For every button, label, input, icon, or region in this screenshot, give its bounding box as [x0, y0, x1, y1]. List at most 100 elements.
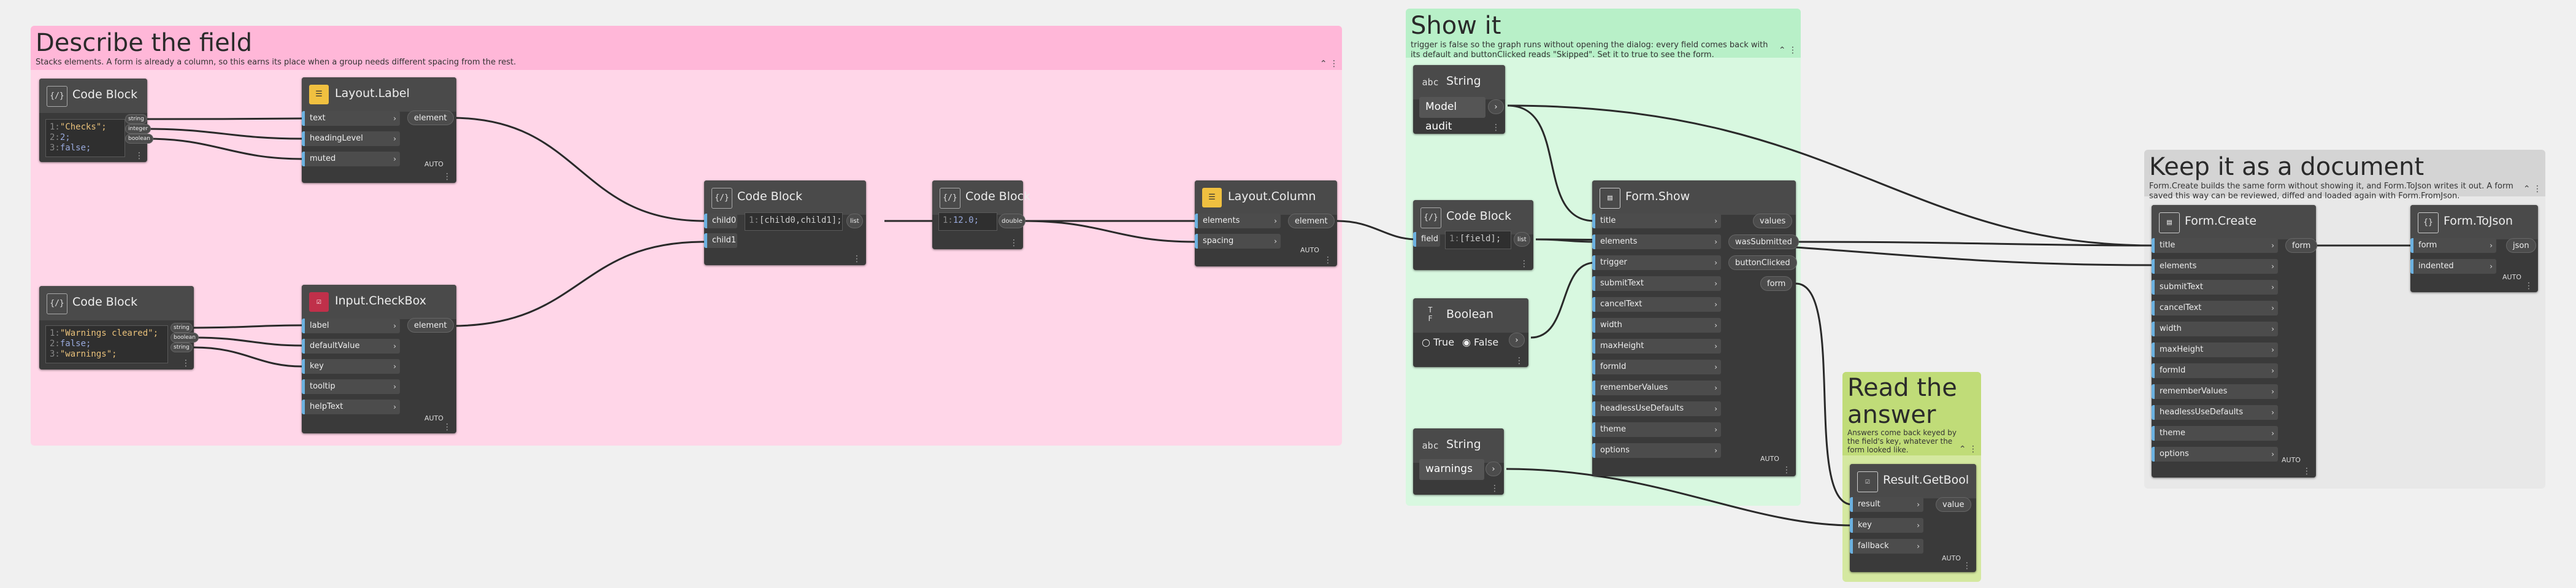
- radio-true[interactable]: ○ True: [1422, 336, 1455, 348]
- collapse-icon[interactable]: ⌃ ⋮: [2523, 184, 2542, 194]
- input-port-child0[interactable]: child0: [704, 214, 737, 228]
- input-port-label[interactable]: label›: [302, 319, 400, 333]
- input-port-width[interactable]: width›: [1592, 318, 1721, 333]
- input-port-submit-text[interactable]: submitText›: [2152, 280, 2278, 295]
- code-editor[interactable]: 1:"Checks"; 2:2; 3:false;: [45, 119, 125, 157]
- input-port-help-text[interactable]: helpText›: [302, 400, 400, 414]
- input-port-key[interactable]: key›: [1850, 518, 1923, 533]
- input-port-muted[interactable]: muted›: [302, 152, 400, 166]
- node-menu-icon[interactable]: ⋮: [1520, 259, 1528, 269]
- node-menu-icon[interactable]: ⋮: [182, 358, 190, 368]
- input-port-title[interactable]: title›: [2152, 238, 2278, 253]
- group-describe-field[interactable]: Describe the field Stacks elements. A fo…: [31, 26, 1342, 446]
- code-editor[interactable]: 1:[child0,child1];: [745, 212, 843, 231]
- output-port-form[interactable]: form: [1760, 276, 1793, 291]
- input-port-tooltip[interactable]: tooltip›: [302, 379, 400, 394]
- input-port-fallback[interactable]: fallback›: [1850, 539, 1923, 554]
- code-block-node-spacing[interactable]: {/} Code Block 1:12.0; double ⋮: [932, 180, 1030, 249]
- output-port[interactable]: boolean: [171, 333, 199, 342]
- layout-label-node[interactable]: ☰ Layout.Label text› headingLevel› muted…: [302, 77, 456, 183]
- input-port-elements[interactable]: elements›: [2152, 259, 2278, 274]
- input-checkbox-node[interactable]: ☑ Input.CheckBox label› defaultValue› ke…: [302, 285, 456, 433]
- input-port-field[interactable]: field: [1413, 232, 1440, 247]
- node-menu-icon[interactable]: ⋮: [2302, 466, 2311, 476]
- node-menu-icon[interactable]: ⋮: [135, 151, 144, 161]
- string-node-key[interactable]: abc String warnings › ⋮: [1413, 428, 1504, 495]
- node-menu-icon[interactable]: ⋮: [1010, 238, 1018, 248]
- output-port[interactable]: integer: [125, 124, 151, 134]
- input-port-trigger[interactable]: trigger›: [1592, 255, 1721, 270]
- node-menu-icon[interactable]: ⋮: [443, 172, 451, 182]
- input-port-width[interactable]: width›: [2152, 322, 2278, 336]
- input-port-theme[interactable]: theme›: [2152, 426, 2278, 441]
- output-port-string[interactable]: ›: [1485, 462, 1501, 476]
- input-port-cancel-text[interactable]: cancelText›: [1592, 297, 1721, 312]
- output-port[interactable]: string: [171, 323, 193, 333]
- result-get-bool-node[interactable]: ☑ Result.GetBool result› key› fallback› …: [1850, 464, 1976, 572]
- node-menu-icon[interactable]: ⋮: [1782, 465, 1791, 475]
- form-to-json-node[interactable]: {} Form.ToJson form› indented› json AUTO…: [2410, 205, 2538, 292]
- input-port-options[interactable]: options›: [2152, 447, 2278, 462]
- input-port-remember-values[interactable]: rememberValues›: [1592, 381, 1721, 395]
- output-port-double[interactable]: double: [999, 214, 1026, 228]
- output-port-was-submitted[interactable]: wasSubmitted: [1728, 234, 1799, 249]
- input-port-child1[interactable]: child1: [704, 233, 737, 248]
- collapse-icon[interactable]: ⌃ ⋮: [1319, 59, 1338, 69]
- input-port-max-height[interactable]: maxHeight›: [1592, 339, 1721, 354]
- node-menu-icon[interactable]: ⋮: [1324, 255, 1332, 265]
- string-value-input[interactable]: Model audit: [1419, 97, 1485, 133]
- output-port-value[interactable]: value: [1936, 497, 1971, 512]
- node-menu-icon[interactable]: ⋮: [1492, 123, 1500, 133]
- node-menu-icon[interactable]: ⋮: [1490, 484, 1499, 493]
- code-editor[interactable]: 1:12.0;: [938, 212, 997, 231]
- output-port-list[interactable]: list: [1514, 232, 1530, 247]
- collapse-icon[interactable]: ⌃ ⋮: [1778, 45, 1797, 55]
- input-port-title[interactable]: title›: [1592, 214, 1721, 228]
- code-block-node-field[interactable]: {/} Code Block field 1:[field]; list ⋮: [1413, 200, 1533, 270]
- input-port-options[interactable]: options›: [1592, 443, 1721, 458]
- input-port-form[interactable]: form›: [2410, 238, 2496, 253]
- input-port-max-height[interactable]: maxHeight›: [2152, 342, 2278, 357]
- collapse-icon[interactable]: ⌃ ⋮: [1958, 444, 1977, 454]
- node-menu-icon[interactable]: ⋮: [853, 254, 861, 264]
- form-create-node[interactable]: ▤ Form.Create title› elements› submitTex…: [2152, 205, 2318, 478]
- output-port-json[interactable]: json: [2506, 238, 2536, 253]
- input-port-form-id[interactable]: formId›: [2152, 363, 2278, 378]
- input-port-indented[interactable]: indented›: [2410, 259, 2496, 274]
- input-port-text[interactable]: text›: [302, 111, 400, 126]
- node-menu-icon[interactable]: ⋮: [1963, 561, 1971, 571]
- code-editor[interactable]: 1:[field];: [1445, 231, 1511, 249]
- input-port-headless-use-defaults[interactable]: headlessUseDefaults›: [2152, 405, 2278, 420]
- output-port-values[interactable]: values: [1753, 214, 1793, 228]
- input-port-elements[interactable]: elements›: [1592, 234, 1721, 249]
- input-port-result[interactable]: result›: [1850, 497, 1923, 512]
- radio-false[interactable]: ◉ False: [1462, 336, 1499, 348]
- input-port-heading-level[interactable]: headingLevel›: [302, 131, 400, 146]
- code-block-node-checks[interactable]: {/} Code Block 1:"Checks"; 2:2; 3:false;…: [39, 79, 153, 162]
- output-port-bool[interactable]: ›: [1509, 333, 1525, 347]
- input-port-default-value[interactable]: defaultValue›: [302, 339, 400, 354]
- input-port-elements[interactable]: elements›: [1195, 214, 1281, 228]
- output-port[interactable]: string: [125, 114, 147, 124]
- form-show-node[interactable]: ▤ Form.Show title› elements› trigger› su…: [1592, 180, 1799, 476]
- output-port[interactable]: boolean: [125, 134, 153, 144]
- output-port-element[interactable]: element: [407, 318, 454, 333]
- input-port-key[interactable]: key›: [302, 359, 400, 374]
- node-menu-icon[interactable]: ⋮: [443, 422, 451, 432]
- output-port-element[interactable]: element: [1288, 214, 1335, 228]
- input-port-form-id[interactable]: formId›: [1592, 360, 1721, 374]
- code-editor[interactable]: 1:"Warnings cleared"; 2:false; 3:"warnin…: [45, 325, 168, 363]
- code-block-node-warnings[interactable]: {/} Code Block 1:"Warnings cleared"; 2:f…: [39, 286, 199, 369]
- input-port-submit-text[interactable]: submitText›: [1592, 276, 1721, 291]
- output-port-string[interactable]: ›: [1488, 99, 1504, 114]
- string-value-input[interactable]: warnings: [1419, 459, 1484, 480]
- input-port-cancel-text[interactable]: cancelText›: [2152, 301, 2278, 315]
- layout-column-node[interactable]: ☰ Layout.Column elements› spacing› eleme…: [1195, 180, 1337, 266]
- input-port-remember-values[interactable]: rememberValues›: [2152, 384, 2278, 399]
- input-port-theme[interactable]: theme›: [1592, 422, 1721, 437]
- node-menu-icon[interactable]: ⋮: [2524, 281, 2533, 291]
- input-port-spacing[interactable]: spacing›: [1195, 234, 1281, 249]
- output-port-form[interactable]: form: [2285, 238, 2318, 253]
- code-block-node-children[interactable]: {/} Code Block child0 child1 1:[child0,c…: [704, 180, 866, 265]
